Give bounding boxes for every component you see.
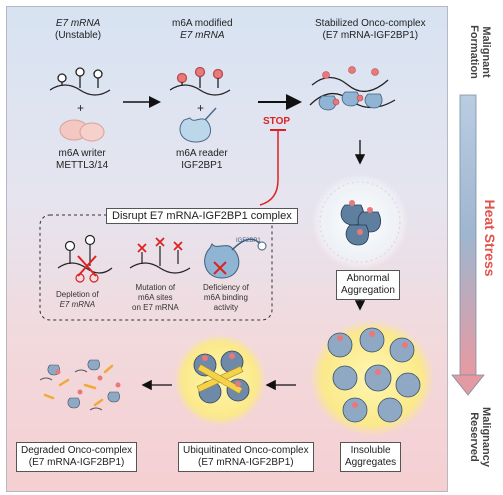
stabilized-complex-graphic [309, 66, 396, 111]
writer-label: m6A writer METTL3/14 [56, 148, 109, 171]
deficiency-label: Deficiency of m6A binding activity [203, 283, 249, 312]
mutation-label: Mutation of m6A sites on E7 mRNA [132, 283, 179, 312]
abnormal-aggregation-label: Abnormal Aggregation [336, 270, 400, 300]
side-arrow [451, 94, 485, 396]
malignant-formation-label: Malignant Formation [468, 25, 492, 79]
deficiency-graphic [204, 238, 267, 279]
m6a-modified-graphic [169, 66, 231, 96]
disrupt-title: Disrupt E7 mRNA-IGF2BP1 complex [106, 208, 298, 224]
inhibition-line [259, 130, 279, 206]
ubiquitinated-graphic [174, 334, 266, 426]
writer-blobs [59, 119, 105, 142]
insoluble-aggregates-label: Insoluble Aggregates [340, 442, 402, 472]
ubiquitinated-label: Ubiquitinated Onco-complex (E7 mRNA-IGF2… [178, 442, 314, 472]
e7-mrna-unstable-label: E7 mRNA (Unstable) [55, 18, 102, 41]
igf2bp1-tag: IGF2BP1 [236, 238, 261, 244]
aggregation-graphic [312, 174, 408, 270]
depletion-label: Depletion of E7 mRNA [56, 290, 99, 309]
reader-label: m6A reader IGF2BP1 [176, 148, 228, 171]
stabilized-complex-label: Stabilized Onco-complex (E7 mRNA-IGF2BP1… [315, 18, 426, 41]
plus-sign-1: + [77, 101, 85, 115]
mutation-graphic [129, 237, 191, 274]
insoluble-aggregates-graphic [310, 320, 434, 436]
m6a-modified-label: m6A modified E7 mRNA [172, 18, 233, 41]
reader-protein [179, 107, 217, 143]
degraded-fragments-graphic [39, 359, 121, 411]
depletion-graphic [57, 234, 113, 283]
heat-stress-label: Heat Stress [482, 199, 498, 277]
plus-sign-2: + [197, 101, 205, 115]
e7-mrna-unstable-graphic [49, 67, 111, 96]
degraded-label: Degraded Onco-complex (E7 mRNA-IGF2BP1) [16, 442, 138, 472]
disrupt-box [39, 214, 273, 321]
malignancy-reserved-label: Malignancy Reserved [468, 407, 492, 467]
stop-label: STOP [263, 116, 291, 127]
